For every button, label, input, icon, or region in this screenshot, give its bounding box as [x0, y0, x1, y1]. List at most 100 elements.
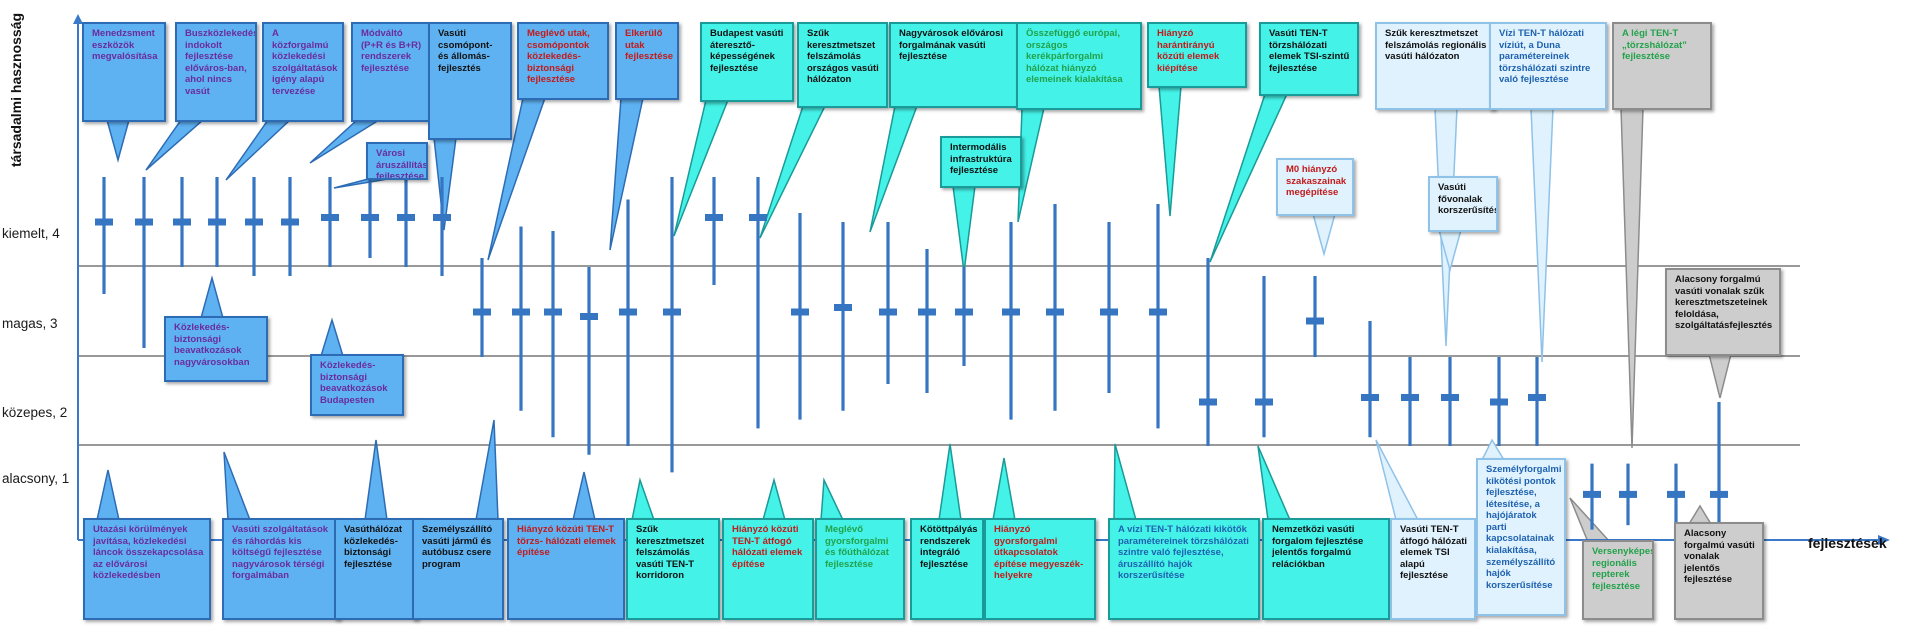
utility-score-tick	[1255, 398, 1273, 406]
utility-score-tick	[1046, 308, 1064, 316]
utility-bar	[1441, 357, 1459, 446]
utility-score-tick	[834, 304, 852, 311]
utility-bar	[95, 177, 113, 294]
top-callout-box: Hiányzó harántirányú közúti elemek kiépí…	[1147, 22, 1247, 88]
y-axis-arrowhead	[73, 14, 83, 24]
utility-score-tick	[1149, 308, 1167, 316]
top-callout-box: Városi áruszállítás fejlesztése	[366, 142, 428, 180]
bottom-callout-box: Hiányzó közúti TEN-T törzs- hálózati ele…	[507, 518, 625, 620]
utility-score-tick	[1710, 490, 1728, 498]
utility-score-tick	[512, 308, 530, 316]
bottom-callout-box: Személyszállító vasúti jármű és autóbusz…	[412, 518, 504, 620]
top-callout-box: Vízi TEN-T hálózati víziút, a Duna param…	[1489, 22, 1607, 110]
top-callout-box: Buszközlekedés indokolt fejlesztése előv…	[175, 22, 257, 122]
utility-bar	[1100, 222, 1118, 393]
top-callout-box: Vasúti fővonalak korszerűsítése	[1428, 176, 1498, 232]
utility-score-tick	[544, 308, 562, 316]
utility-score-tick	[1490, 398, 1508, 406]
utility-score-tick	[619, 308, 637, 316]
utility-score-tick	[879, 308, 897, 316]
bottom-callout-box: Vasúti szolgáltatások és ráhordás kis kö…	[222, 518, 340, 620]
utility-score-tick	[245, 218, 263, 226]
bottom-callout-box: Hiányzó gyorsforgalmi útkapcsolatok épít…	[984, 518, 1096, 620]
utility-score-tick	[1441, 394, 1459, 401]
utility-bar	[749, 177, 767, 429]
utility-bar	[397, 177, 415, 267]
y-level-label-alacsony: alacsony, 1	[2, 471, 70, 486]
bottom-callout-box: Meglévő gyorsforgalmi és főúthálózat fej…	[815, 518, 905, 620]
utility-bar	[173, 177, 191, 267]
utility-bar	[473, 258, 491, 357]
utility-bar	[512, 226, 530, 411]
utility-bar	[663, 177, 681, 473]
utility-score-tick	[918, 308, 936, 316]
bottom-callout-box: Utazási körülmények javítása, közlekedés…	[83, 518, 211, 620]
bottom-callout-box: Vasúthálózat közlekedés-biztonsági fejle…	[334, 518, 418, 620]
utility-score-tick	[1667, 490, 1685, 498]
utility-bar	[1401, 357, 1419, 446]
x-axis-arrowhead	[1878, 535, 1890, 545]
y-level-label-kiemelt: kiemelt, 4	[2, 226, 60, 241]
utility-score-tick	[208, 218, 226, 226]
utility-bar	[1528, 357, 1546, 446]
bottom-callout-box: Kötöttpályás rendszerek integráló fejles…	[910, 518, 984, 620]
utility-bar	[580, 267, 598, 455]
utility-score-tick	[1619, 490, 1637, 498]
utility-bar	[1710, 402, 1728, 534]
utility-bar	[705, 177, 723, 285]
utility-score-tick	[135, 218, 153, 226]
utility-score-tick	[791, 308, 809, 316]
utility-bar	[1619, 463, 1637, 526]
bottom-callout-box: Versenyképes regionális repterek fejlesz…	[1582, 540, 1654, 620]
utility-score-tick	[1100, 308, 1118, 316]
utility-score-tick	[955, 308, 973, 316]
utility-bar	[208, 177, 226, 267]
utility-bar	[281, 177, 299, 276]
top-callout-box: Alacsony forgalmú vasúti vonalak szűk ke…	[1665, 268, 1781, 356]
utility-score-tick	[705, 214, 723, 221]
utility-bar	[619, 199, 637, 446]
utility-score-tick	[1528, 394, 1546, 401]
utility-score-tick	[1361, 394, 1379, 401]
utility-score-tick	[281, 218, 299, 226]
utility-bar	[1002, 222, 1020, 420]
utility-bar	[1199, 258, 1217, 446]
utility-bar	[834, 222, 852, 411]
utility-bar	[1306, 276, 1324, 357]
top-callout-box: Szűk keresztmetszet felszámolás regionál…	[1375, 22, 1495, 110]
utility-bar	[918, 249, 936, 393]
callout-pointers	[96, 85, 1732, 543]
utility-score-tick	[1002, 308, 1020, 316]
utility-score-tick	[580, 313, 598, 320]
top-callout-box: Menedzsment eszközök megvalósítása	[82, 22, 166, 122]
y-level-label-kozepes: közepes, 2	[2, 405, 68, 420]
bottom-callout-box: Hiányzó közúti TEN-T átfogó hálózati ele…	[722, 518, 814, 620]
bottom-callout-box: Vasúti TEN-T átfogó hálózati elemek TSI …	[1390, 518, 1476, 620]
utility-score-tick	[95, 218, 113, 226]
top-callout-box: Vasúti csomópont- és állomás-fejlesztés	[428, 22, 512, 140]
bottom-callout-box: Nemzetközi vasúti forgalom fejlesztése j…	[1262, 518, 1390, 620]
utility-bar	[544, 231, 562, 438]
y-level-label-magas: magas, 3	[2, 316, 58, 331]
bottom-callout-box: Közlekedés-biztonsági beavatkozások nagy…	[164, 316, 268, 382]
utility-bar	[1667, 463, 1685, 530]
utility-score-tick	[321, 214, 339, 221]
utility-score-tick	[361, 214, 379, 221]
bottom-callout-box: Szűk keresztmetszet felszámolás vasúti T…	[626, 518, 720, 620]
utility-score-tick	[749, 214, 767, 221]
utility-score-tick	[433, 214, 451, 221]
utility-bar	[433, 177, 451, 276]
top-callout-box: Elkerülő utak fejlesztése	[615, 22, 679, 100]
top-callout-box: Nagyvárosok elővárosi forgalmának vasúti…	[889, 22, 1019, 108]
utility-bars	[95, 177, 1728, 534]
y-axis-title: társadalmi hasznosság	[8, 12, 24, 168]
top-callout-box: Meglévő utak, csomópontok közlekedés-biz…	[517, 22, 609, 100]
utility-score-tick	[1583, 490, 1601, 498]
utility-bar	[245, 177, 263, 276]
top-callout-box: Vasúti TEN-T törzshálózati elemek TSI-sz…	[1259, 22, 1359, 96]
utility-bar	[1046, 204, 1064, 411]
bottom-callout-box: Alacsony forgalmú vasúti vonalak jelentő…	[1674, 522, 1764, 620]
top-callout-box: Összefüggő európai, országos kerékpárfor…	[1016, 22, 1142, 110]
